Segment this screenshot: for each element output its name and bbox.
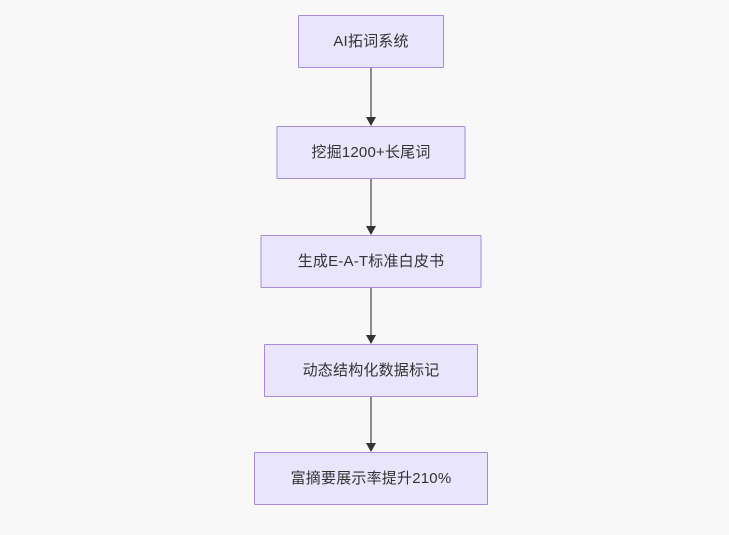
flow-edge — [364, 68, 378, 126]
arrow-head-icon — [366, 335, 376, 344]
flow-node[interactable]: AI拓词系统 — [298, 15, 444, 68]
flow-node-label: AI拓词系统 — [333, 33, 409, 50]
flow-node-label: 挖掘1200+长尾词 — [311, 144, 431, 161]
flow-node[interactable]: 生成E-A-T标准白皮书 — [260, 235, 482, 288]
flow-edge — [364, 397, 378, 452]
edge-line — [370, 397, 372, 444]
flow-edge — [364, 288, 378, 344]
flow-node[interactable]: 挖掘1200+长尾词 — [276, 126, 466, 179]
flow-node[interactable]: 动态结构化数据标记 — [264, 344, 478, 397]
flow-node-label: 富摘要展示率提升210% — [290, 470, 452, 487]
flow-edge — [364, 179, 378, 235]
arrow-head-icon — [366, 117, 376, 126]
flow-node-label: 动态结构化数据标记 — [302, 362, 440, 379]
edge-line — [370, 288, 372, 336]
flow-node[interactable]: 富摘要展示率提升210% — [254, 452, 488, 505]
arrow-head-icon — [366, 443, 376, 452]
flow-node-label: 生成E-A-T标准白皮书 — [297, 253, 445, 270]
edge-line — [370, 68, 372, 118]
arrow-head-icon — [366, 226, 376, 235]
edge-line — [370, 179, 372, 227]
